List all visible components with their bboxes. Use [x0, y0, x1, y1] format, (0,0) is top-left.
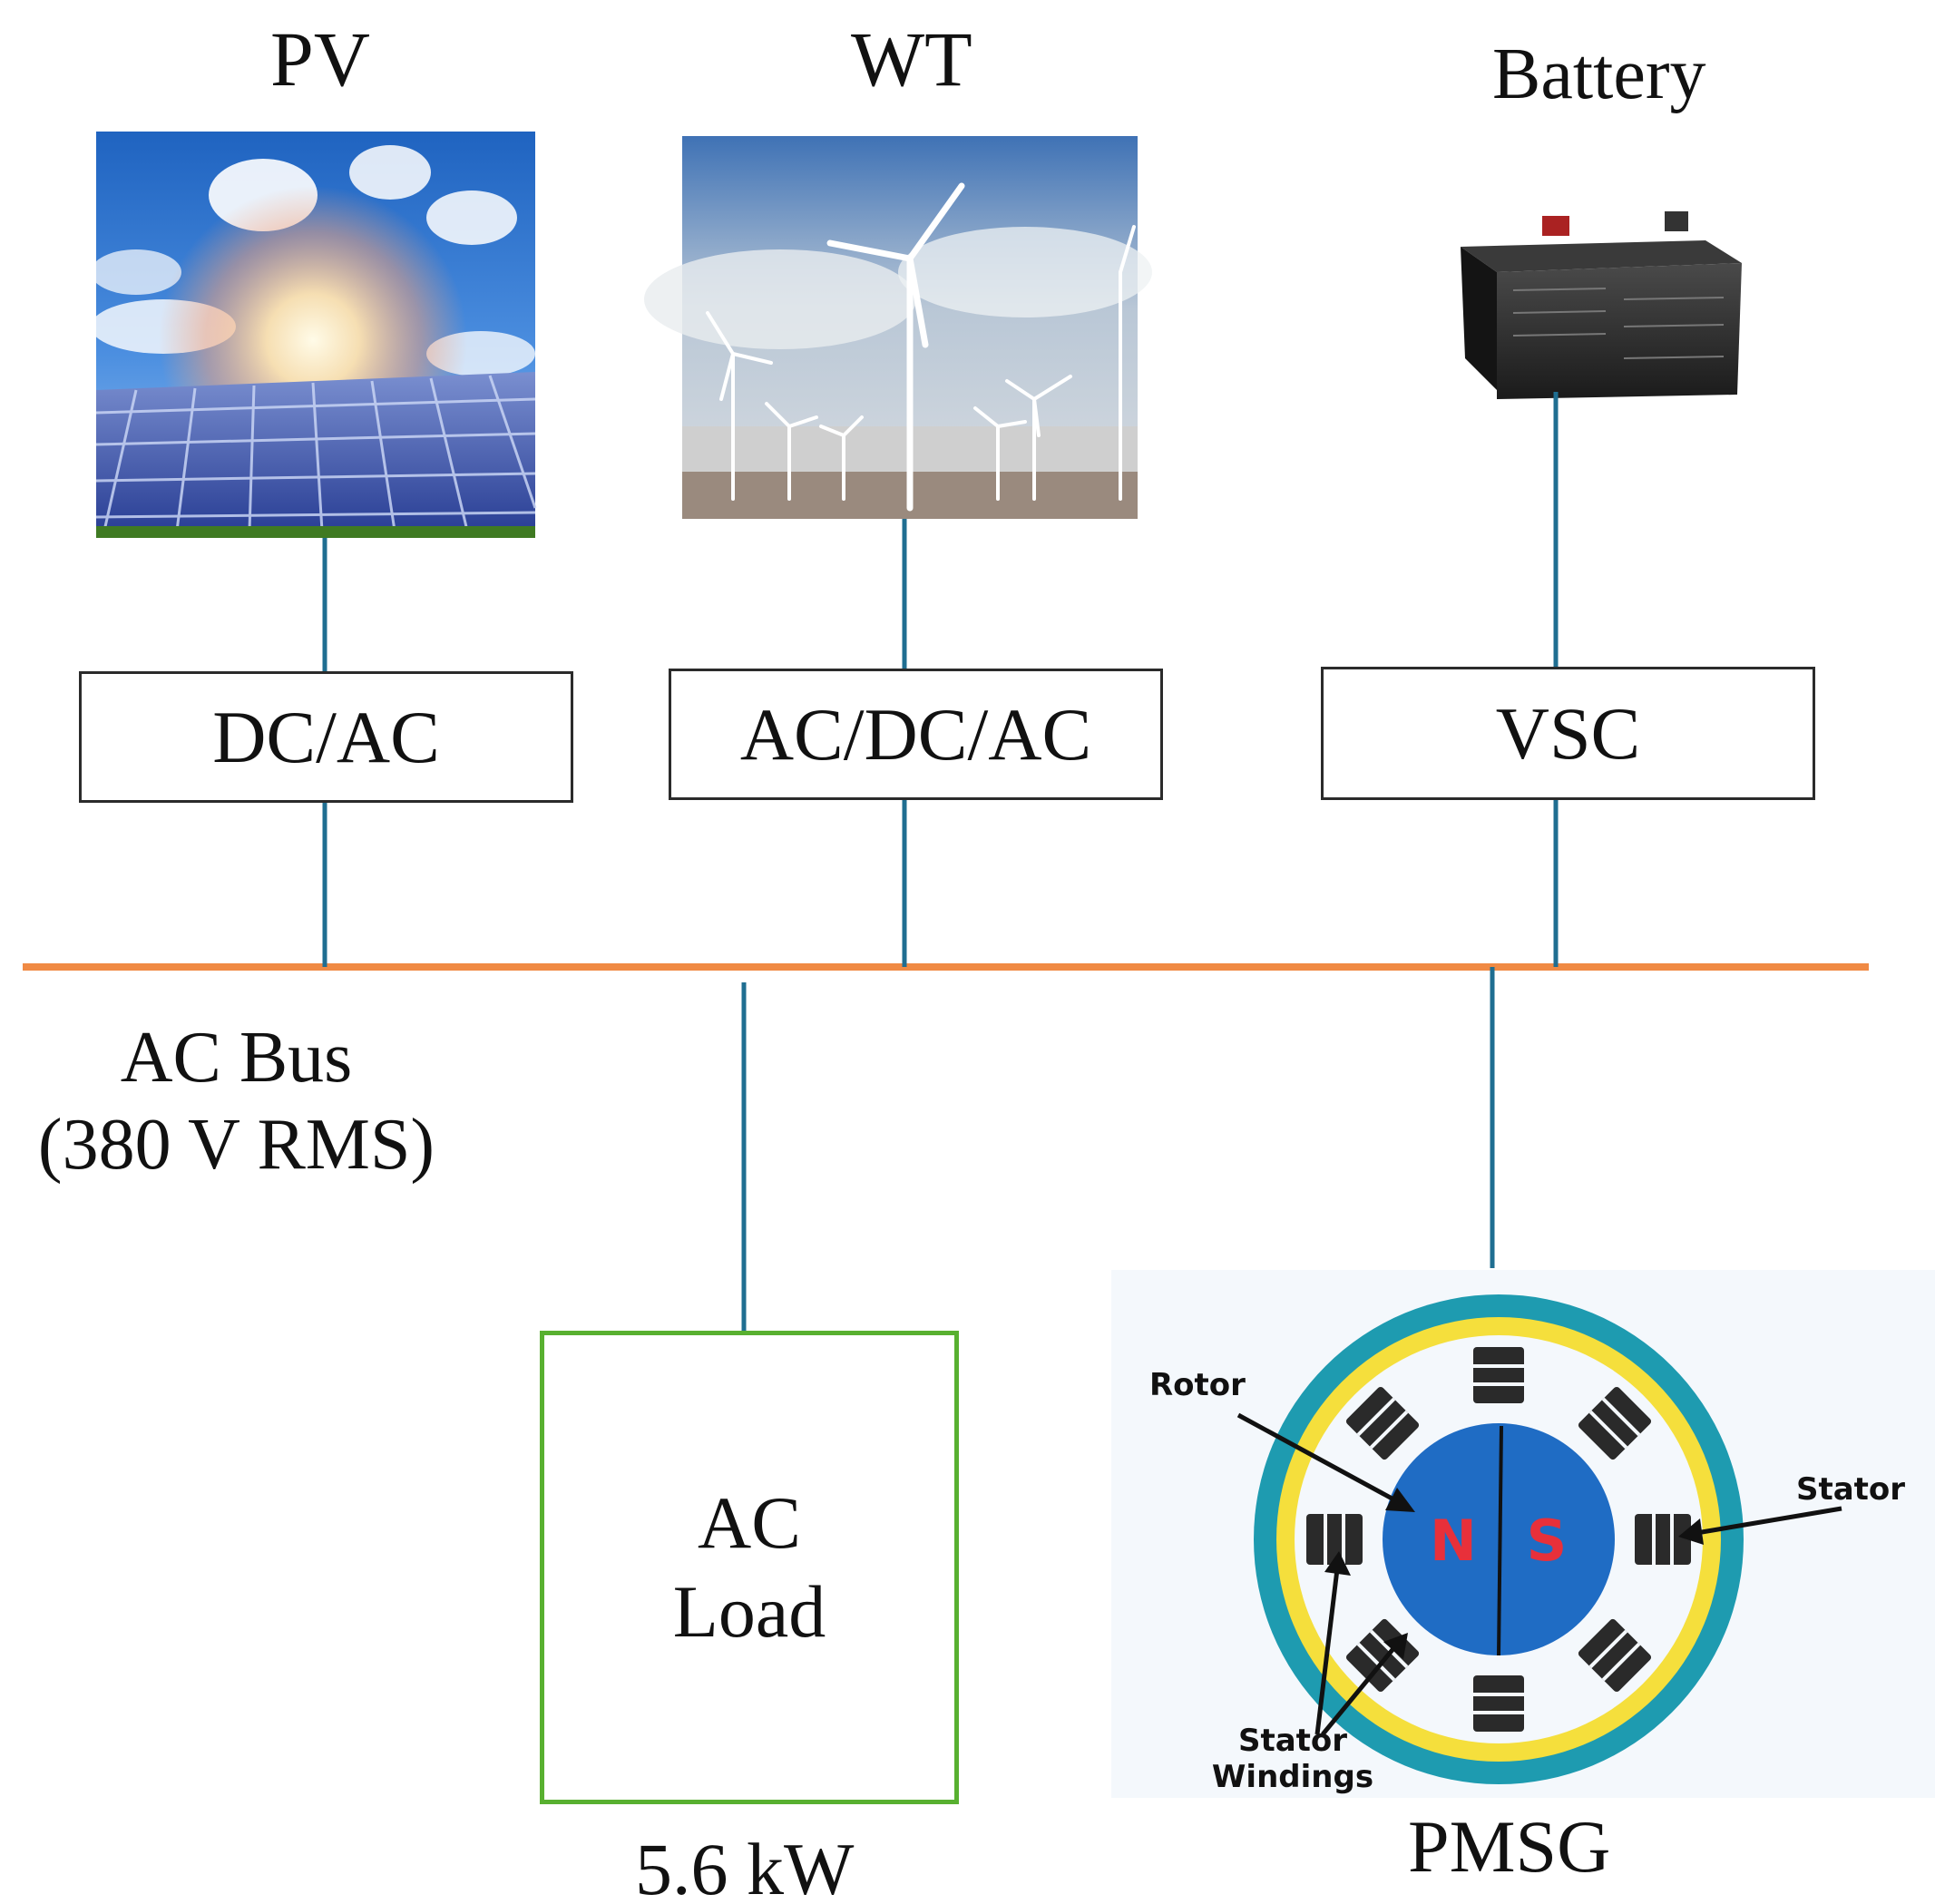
wt-converter-box: AC/DC/AC — [669, 669, 1163, 800]
pv-image — [91, 132, 537, 538]
ac-load-box: AC Load — [540, 1331, 959, 1804]
pole-north: N — [1430, 1508, 1477, 1574]
pv-title: PV — [270, 15, 370, 103]
connection-lines — [322, 392, 1559, 1332]
ac-bus-label: AC Bus (380 V RMS) — [25, 1014, 447, 1188]
stator-label: Stator — [1796, 1471, 1905, 1508]
pmsg-arrows — [1236, 1412, 1842, 1736]
pole-south: S — [1527, 1508, 1568, 1574]
pmsg-name: PMSG — [1408, 1805, 1611, 1888]
pmsg-illustration: N S Rotor Stator Stator Windings — [1111, 1270, 1935, 1798]
battery-converter-box: VSC — [1321, 667, 1815, 800]
stator-windings — [1306, 1347, 1691, 1732]
wt-title: WT — [851, 15, 972, 103]
stator-windings-label-2: Windings — [1212, 1759, 1373, 1795]
battery-image — [1461, 211, 1742, 399]
ac-bus-voltage: (380 V RMS) — [37, 1105, 435, 1185]
rotor-label: Rotor — [1149, 1367, 1246, 1403]
ac-bus-name: AC Bus — [120, 1018, 353, 1098]
ac-load-line1: AC — [698, 1480, 801, 1564]
ac-load-power: 5.6 kW — [635, 1828, 855, 1904]
pv-converter-box: DC/AC — [79, 671, 573, 803]
battery-converter-label: VSC — [1495, 691, 1641, 775]
ac-load-line2: Load — [672, 1570, 826, 1653]
wind-turbine-image — [644, 136, 1152, 519]
stator-windings-label-1: Stator — [1238, 1723, 1347, 1759]
pv-converter-label: DC/AC — [212, 695, 440, 778]
battery-title: Battery — [1492, 34, 1706, 114]
wt-converter-label: AC/DC/AC — [739, 692, 1092, 776]
